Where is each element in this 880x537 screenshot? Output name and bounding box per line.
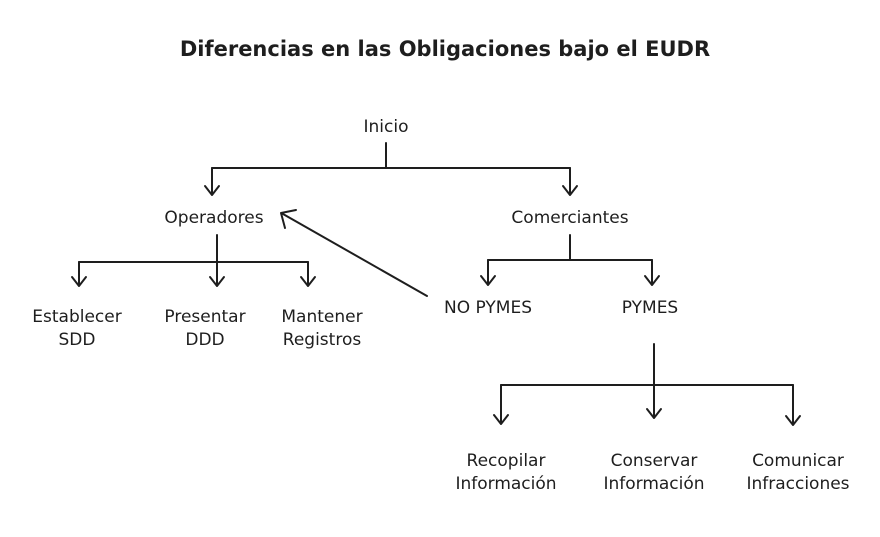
node-no-pymes: NO PYMES — [444, 298, 532, 318]
edge-pymes-branch — [493, 343, 801, 426]
edge-inicio-branch — [204, 142, 578, 196]
edge-nopymes-to-operadores — [280, 209, 428, 297]
node-comerciantes: Comerciantes — [511, 208, 628, 228]
edge-operadores-branch — [71, 234, 316, 287]
diagram-title: Diferencias en las Obligaciones bajo el … — [180, 37, 710, 61]
node-inicio: Inicio — [364, 117, 409, 137]
edge-comerciantes-branch — [480, 234, 660, 286]
node-pymes: PYMES — [622, 298, 678, 318]
node-operadores: Operadores — [164, 208, 263, 228]
